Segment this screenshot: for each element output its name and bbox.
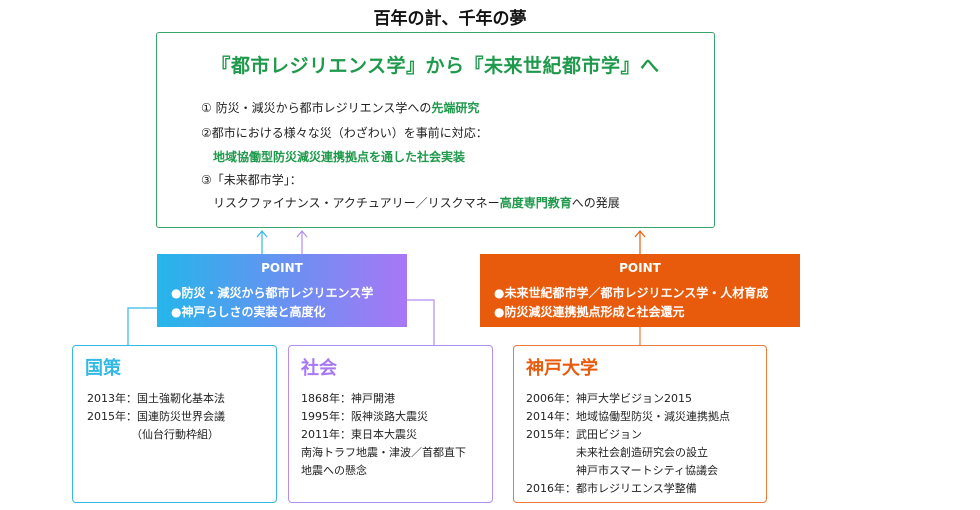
- card-shakai-title: 社会: [301, 358, 337, 379]
- main-goal-box: 『都市レジリエンス学』から『未来世紀都市学』へ ① 防災・減災から都市レジリエン…: [156, 32, 715, 228]
- card-kobe-line-2: 2014年：地域協働型防災・減災連携拠点: [526, 410, 730, 423]
- main-line-5: リスクファイナンス・アクチュアリー／リスクマネー高度専門教育への発展: [213, 194, 620, 211]
- main-line-3: 地域協働型防災減災連携拠点を通した社会実装: [213, 150, 466, 164]
- point-right-item-1: ●未来世紀都市学／都市レジリエンス学・人材育成: [494, 286, 769, 300]
- main-line-4: ③「未来都市学」：: [201, 173, 302, 187]
- card-kobe-university: 神戸大学 2006年：神戸大学ビジョン2015 2014年：地域協働型防災・減災…: [513, 345, 767, 503]
- main-headline: 『都市レジリエンス学』から『未来世紀都市学』へ: [211, 55, 660, 77]
- card-shakai-line-4: 南海トラフ地震・津波／首都直下: [301, 446, 466, 459]
- arrow-orange-head: [634, 230, 646, 238]
- card-shakai-line-1: 1868年：神戸開港: [301, 392, 395, 405]
- point-left-item-2: ●神戸らしさの実装と高度化: [171, 305, 326, 319]
- card-kokusaku-line-3: （仙台行動枠組）: [131, 428, 219, 441]
- card-shakai: 社会 1868年：神戸開港 1995年：阪神淡路大震災 2011年：東日本大震災…: [288, 345, 493, 503]
- point-right-title: POINT: [619, 261, 661, 275]
- main-line-1: ① 防災・減災から都市レジリエンス学への先端研究: [201, 99, 479, 116]
- point-box-right: POINT ●未来世紀都市学／都市レジリエンス学・人材育成 ●防災減災連携拠点形…: [480, 254, 800, 327]
- card-kokusaku: 国策 2013年：国土強靭化基本法 2015年：国連防災世界会議 （仙台行動枠組…: [72, 345, 277, 503]
- point-left-title: POINT: [261, 261, 303, 275]
- arrow-cyan-head: [256, 230, 268, 238]
- main-line-1-emphasis: 先端研究: [431, 101, 480, 115]
- card-shakai-line-2: 1995年：阪神淡路大震災: [301, 410, 428, 423]
- connector-shakai: [407, 299, 435, 345]
- main-line-5-text: リスクファイナンス・アクチュアリー／リスクマネー: [213, 196, 500, 210]
- card-shakai-line-5: 地震への懸念: [301, 464, 367, 477]
- card-shakai-line-3: 2011年：東日本大震災: [301, 428, 417, 441]
- card-kobe-line-3: 2015年：武田ビジョン: [526, 428, 642, 441]
- connector-kokusaku: [127, 307, 157, 345]
- card-kobe-line-4: 未来社会創造研究会の設立: [576, 446, 708, 459]
- main-line-2: ②都市における様々な災（わざわい）を事前に対応：: [201, 126, 488, 140]
- page-title: 百年の計、千年の夢: [373, 9, 527, 29]
- main-line-5-suffix: への発展: [571, 196, 620, 210]
- card-kobe-line-6: 2016年：都市レジリエンス学整備: [526, 482, 697, 495]
- card-kokusaku-line-1: 2013年：国土強靭化基本法: [87, 392, 225, 405]
- card-kobe-line-5: 神戸市スマートシティ協議会: [576, 464, 719, 477]
- main-line-1-text: ① 防災・減災から都市レジリエンス学への: [201, 101, 432, 115]
- card-kobe-title: 神戸大学: [526, 358, 598, 379]
- point-right-item-2: ●防災減災連携拠点形成と社会還元: [494, 305, 685, 319]
- arrow-purple-head: [296, 230, 308, 238]
- point-left-item-1: ●防災・減災から都市レジリエンス学: [171, 286, 374, 300]
- card-kokusaku-line-2: 2015年：国連防災世界会議: [87, 410, 225, 423]
- card-kobe-line-1: 2006年：神戸大学ビジョン2015: [526, 392, 692, 405]
- point-box-left: POINT ●防災・減災から都市レジリエンス学 ●神戸らしさの実装と高度化: [157, 254, 407, 327]
- main-line-5-emphasis: 高度専門教育: [499, 196, 572, 210]
- card-kokusaku-title: 国策: [85, 358, 121, 379]
